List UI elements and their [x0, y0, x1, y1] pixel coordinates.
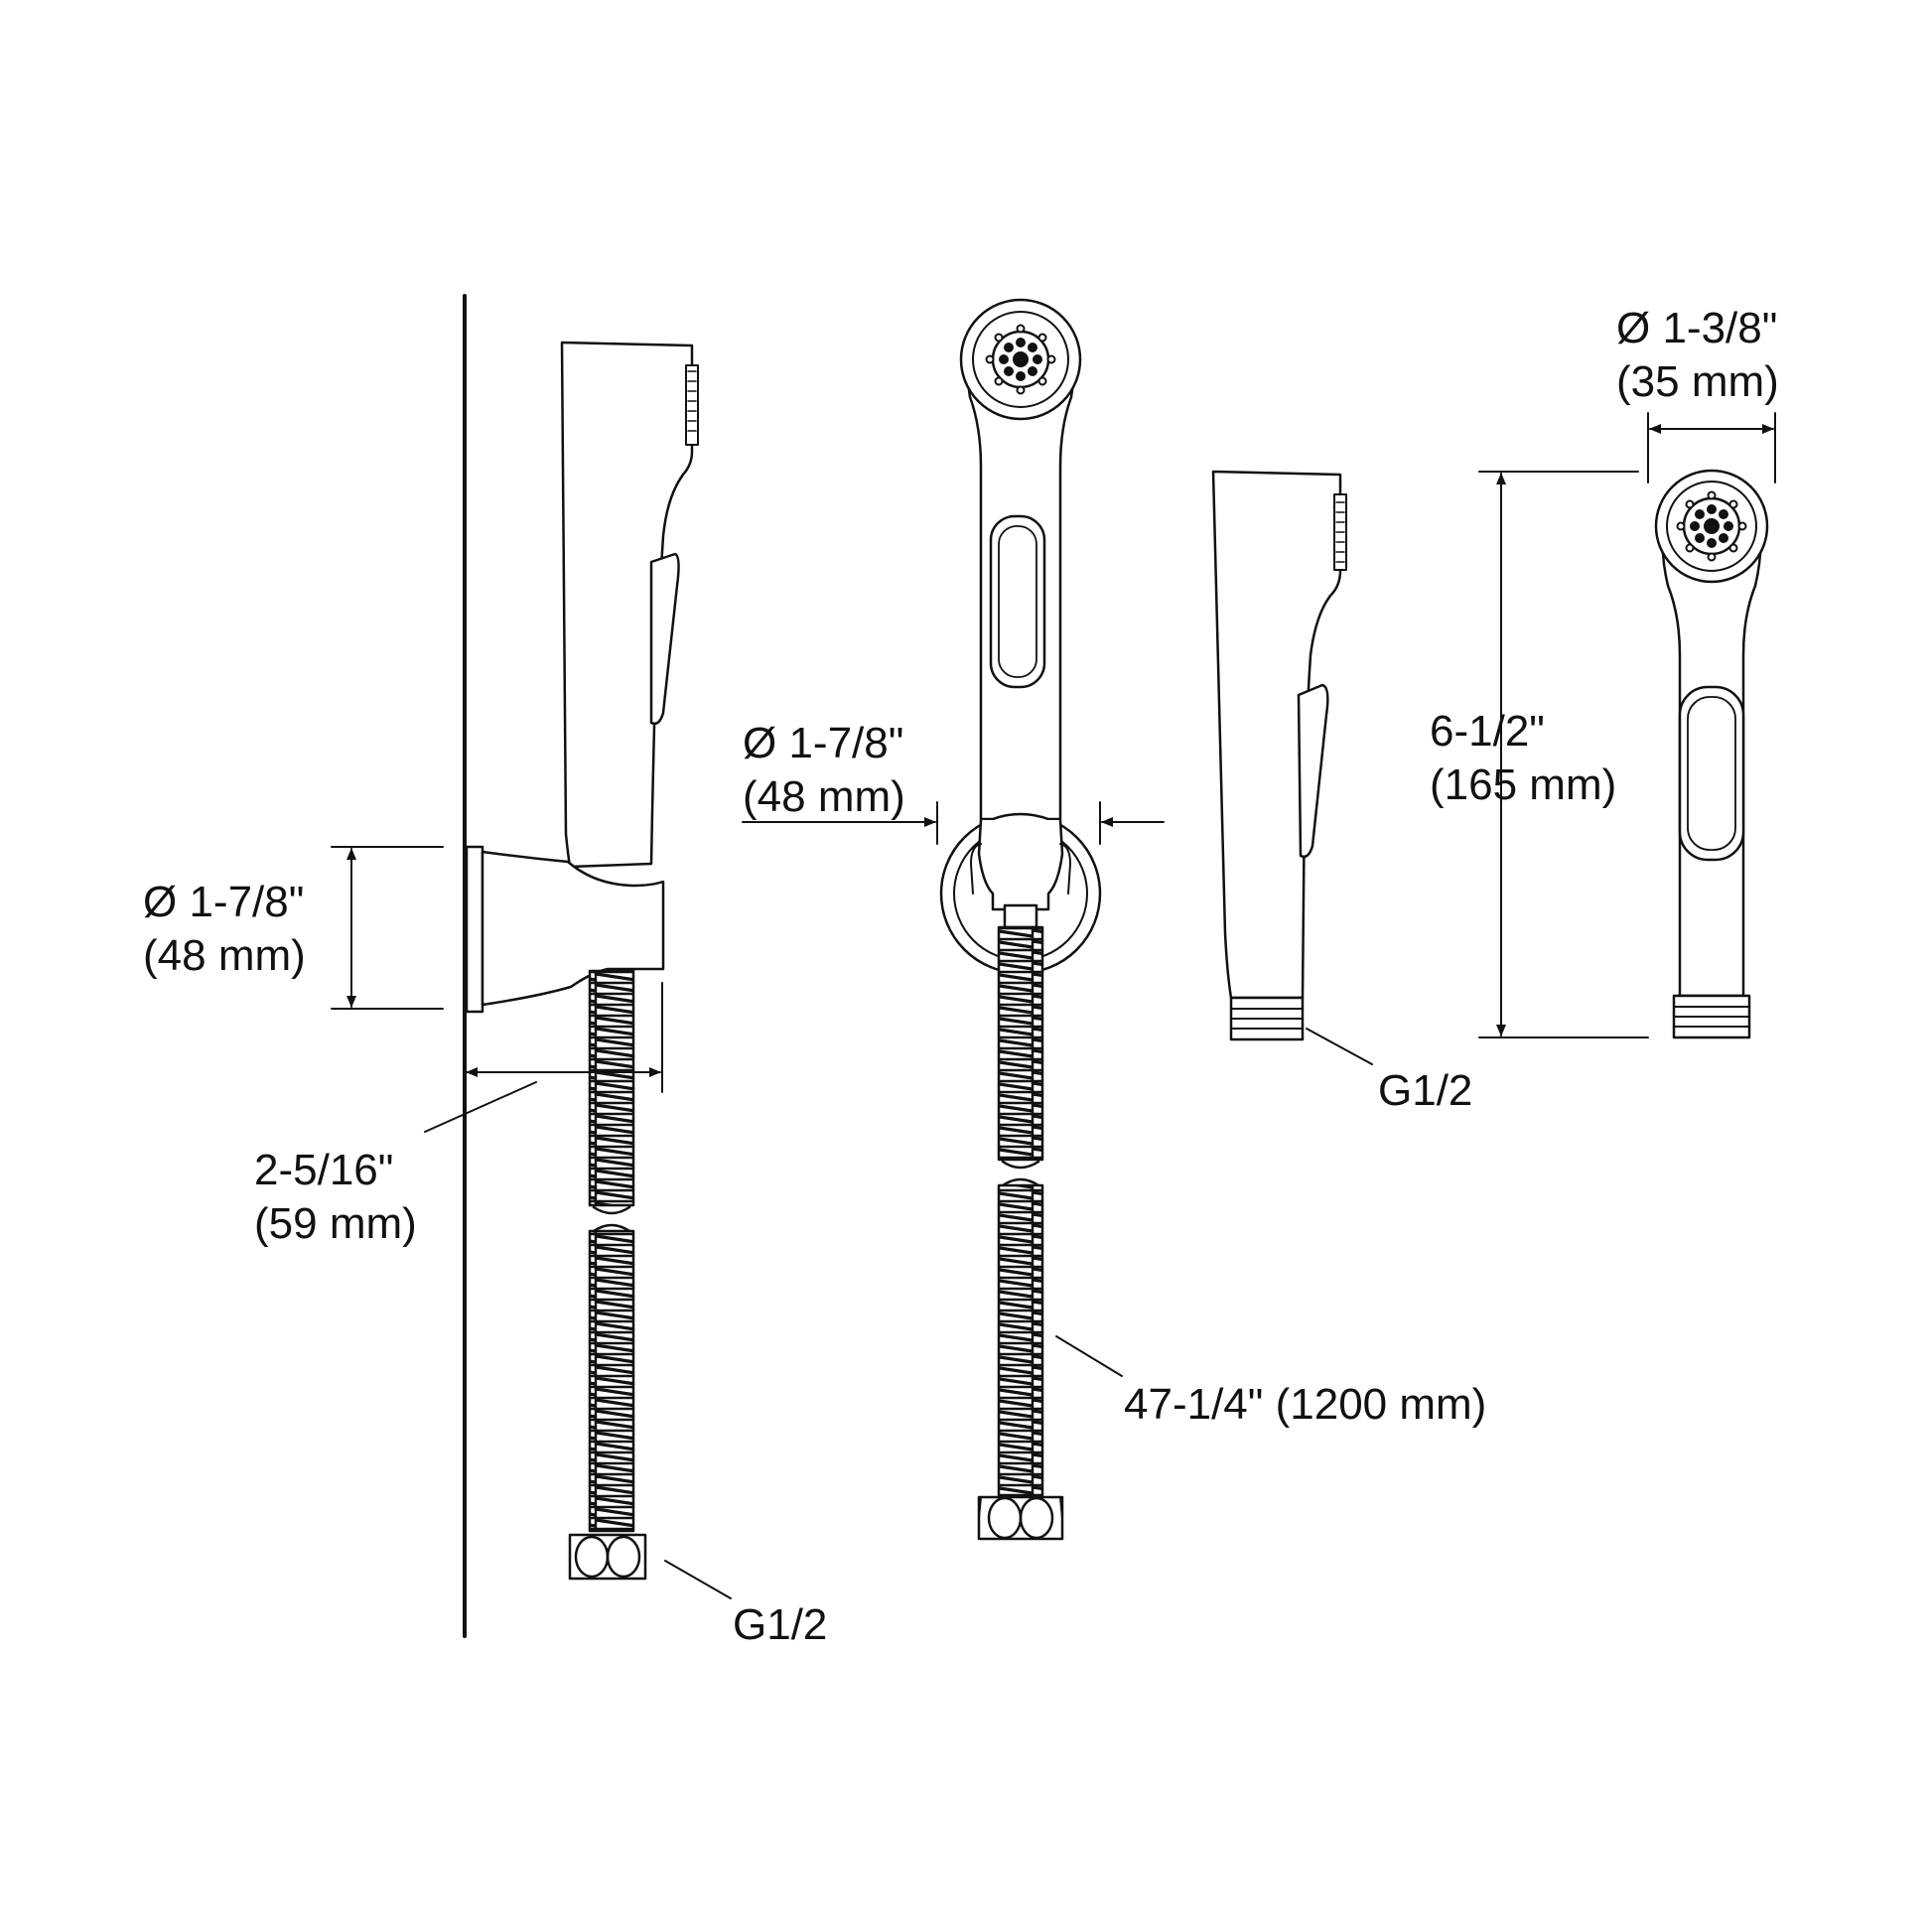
- bracket-projection-label: 2-5/16" (59 mm): [254, 1144, 417, 1251]
- side-bracket-diameter-mm: (48 mm): [143, 931, 306, 980]
- side-handle-nozzle-edge: [685, 364, 699, 446]
- sprayhead-diameter-label: Ø 1-3/8" (35 mm): [1616, 302, 1779, 409]
- sprayhead-side-trigger: [1297, 683, 1329, 859]
- side-bracket-diameter-label: Ø 1-7/8" (48 mm): [143, 876, 306, 983]
- side-bracket-diameter-inch: Ø 1-7/8": [143, 878, 305, 926]
- side-view: [331, 294, 732, 1638]
- sprayhead-front-view: [1478, 412, 1776, 1039]
- side-hose-upper: [588, 969, 635, 1207]
- hose-length-label: 47-1/4" (1200 mm): [1124, 1380, 1487, 1429]
- sprayhead-length-mm: (165 mm): [1430, 760, 1617, 809]
- sprayhead-diameter-inch: Ø 1-3/8": [1616, 304, 1778, 352]
- side-handle-trigger: [649, 552, 680, 726]
- sprayhead-diameter-mm: (35 mm): [1616, 357, 1779, 406]
- side-hose-thread-label: G1/2: [733, 1600, 828, 1649]
- sprayhead-length-inch: 6-1/2": [1430, 707, 1545, 756]
- sprayhead-side-body: [1211, 470, 1342, 1000]
- front-bracket-diameter-label: Ø 1-7/8" (48 mm): [743, 717, 905, 824]
- wall-bracket-arm: [481, 850, 665, 1007]
- sprayhead-length-label: 6-1/2" (165 mm): [1430, 705, 1616, 812]
- side-hose-lower: [588, 1229, 635, 1533]
- bracket-projection-mm: (59 mm): [254, 1199, 417, 1248]
- front-hose-lower: [997, 1183, 1044, 1497]
- front-view: [742, 298, 1165, 1541]
- front-bracket-diameter-mm: (48 mm): [743, 772, 905, 821]
- bracket-projection-inch: 2-5/16": [254, 1146, 394, 1194]
- sprayhead-side-view: [1211, 470, 1373, 1065]
- sprayhead-thread-label: G1/2: [1378, 1066, 1473, 1115]
- front-bracket-diameter-inch: Ø 1-7/8": [743, 719, 904, 767]
- front-hose-upper: [997, 925, 1044, 1162]
- wall-bracket-flange: [465, 845, 484, 1014]
